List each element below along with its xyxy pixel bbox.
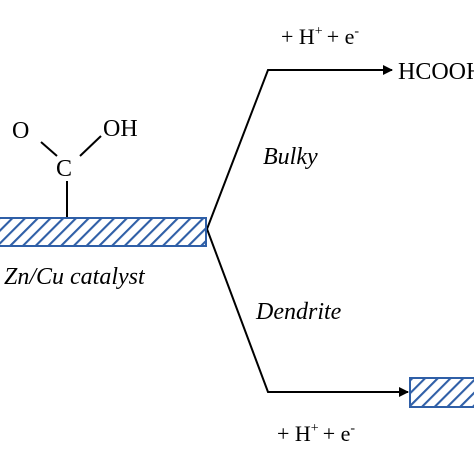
catalyst-label: Zn/Cu catalyst bbox=[4, 264, 146, 290]
lower-product-catalyst-bar bbox=[409, 377, 474, 408]
bottom-reaction-condition: + H++ e- bbox=[277, 421, 355, 446]
upper-branch-label: Bulky bbox=[263, 144, 318, 170]
carbon-oxygen-bond-left bbox=[40, 141, 58, 157]
lower-branch-arrow bbox=[206, 228, 409, 397]
catalyst-surface-bar bbox=[0, 217, 207, 247]
oxygen-atom-left: O bbox=[12, 118, 29, 144]
lower-branch-label: Dendrite bbox=[255, 299, 342, 325]
upper-branch-arrow bbox=[206, 65, 393, 230]
top-product-label: HCOOH bbox=[398, 59, 474, 85]
hydroxyl-group-label: OH bbox=[103, 116, 138, 142]
top-reaction-condition: + H++ e- bbox=[281, 24, 359, 49]
carbon-atom-label: C bbox=[56, 156, 72, 182]
carbon-hydroxyl-bond bbox=[79, 135, 102, 157]
